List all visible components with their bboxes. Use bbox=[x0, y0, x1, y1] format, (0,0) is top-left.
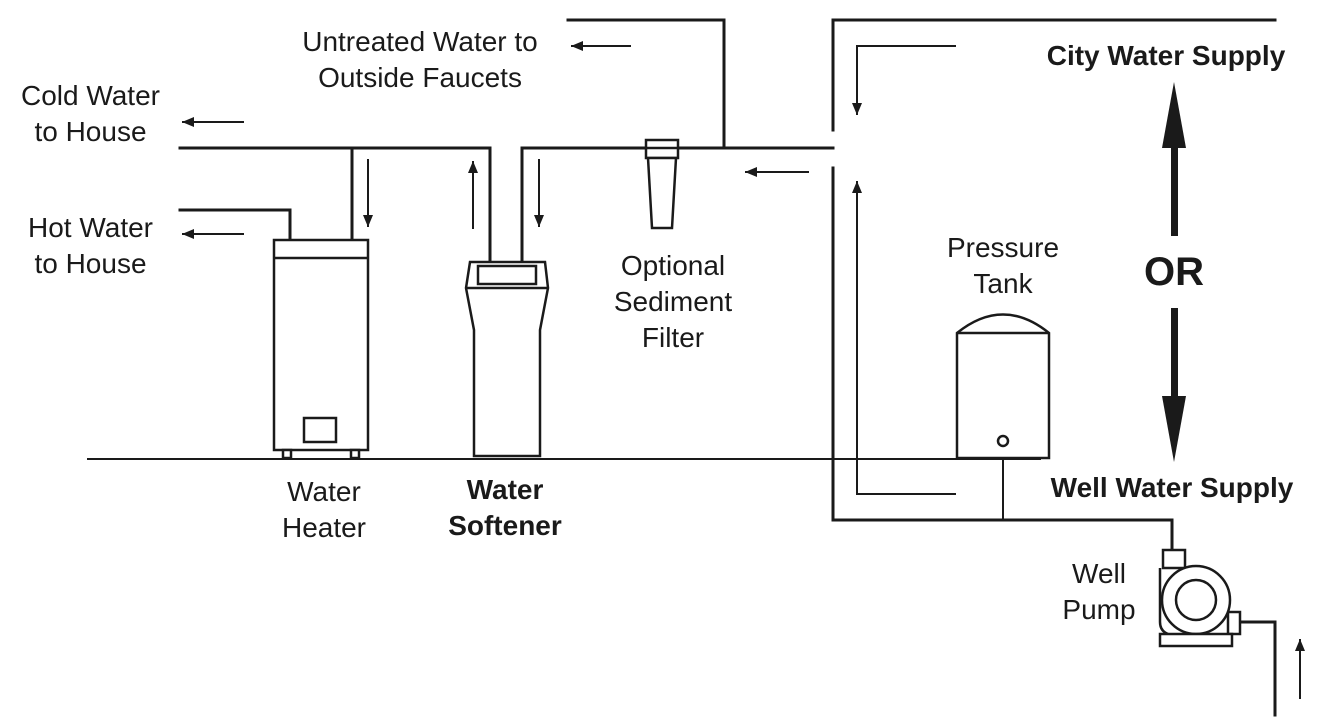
sediment-filter bbox=[644, 138, 680, 230]
sediment-line-2: Sediment bbox=[613, 286, 733, 317]
untreated-line-2: Outside Faucets bbox=[318, 62, 522, 93]
pressure-tank bbox=[955, 313, 1051, 460]
well-pump-label: Well Pump bbox=[1044, 556, 1154, 628]
water-heater-label: Water Heater bbox=[254, 474, 394, 546]
untreated-water-label: Untreated Water to Outside Faucets bbox=[280, 24, 560, 96]
untreated-line-1: Untreated Water to bbox=[302, 26, 538, 57]
pump-line-1: Well bbox=[1072, 558, 1126, 589]
sediment-filter-label: Optional Sediment Filter bbox=[590, 248, 756, 356]
arrow-well-up bbox=[852, 181, 956, 495]
well-inlet-pipe bbox=[1238, 620, 1277, 717]
hot-line-2: to House bbox=[34, 248, 147, 279]
heater-line-1: Water bbox=[287, 476, 361, 507]
pump-line-2: Pump bbox=[1062, 594, 1136, 625]
softener-line-2: Softener bbox=[448, 510, 562, 541]
water-softener bbox=[464, 260, 550, 458]
hot-line-1: Hot Water bbox=[28, 212, 153, 243]
untreated-pipe bbox=[566, 18, 726, 150]
pressure-line-2: Tank bbox=[973, 268, 1033, 299]
arrow-city-down bbox=[852, 45, 956, 115]
hot-water-pipe bbox=[178, 208, 292, 242]
cold-water-label: Cold Water to House bbox=[8, 78, 173, 150]
pressure-tank-label: Pressure Tank bbox=[920, 230, 1086, 302]
city-water-supply-label: City Water Supply bbox=[1046, 40, 1286, 71]
city-supply-pipe bbox=[831, 18, 1277, 132]
sediment-line-1: Optional bbox=[620, 250, 726, 281]
cold-line-1: Cold Water bbox=[20, 80, 160, 111]
well-pump bbox=[1158, 548, 1242, 648]
or-arrows bbox=[1162, 82, 1186, 462]
or-label: OR bbox=[1144, 250, 1204, 294]
water-heater bbox=[272, 238, 370, 460]
sediment-line-3: Filter bbox=[641, 322, 705, 353]
softener-inlet-pipe bbox=[520, 146, 835, 264]
cold-line-2: to House bbox=[34, 116, 147, 147]
heater-line-2: Heater bbox=[281, 512, 367, 543]
water-softener-label: Water Softener bbox=[430, 472, 580, 544]
hot-water-label: Hot Water to House bbox=[8, 210, 173, 282]
well-water-supply-label: Well Water Supply bbox=[1050, 472, 1294, 503]
pressure-line-1: Pressure bbox=[946, 232, 1060, 263]
cold-water-pipe bbox=[178, 146, 492, 264]
softener-line-1: Water bbox=[466, 474, 544, 505]
